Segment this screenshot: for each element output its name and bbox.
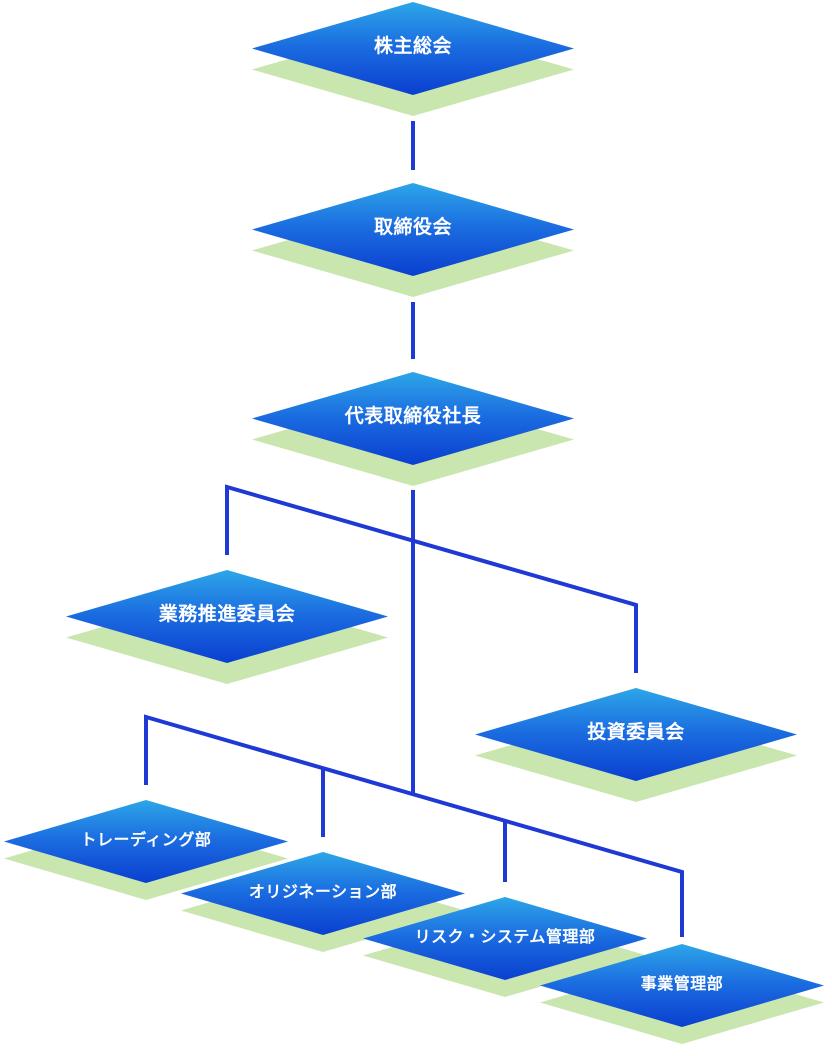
org-node-label: 株主総会 bbox=[373, 36, 452, 57]
org-node-origination-department: オリジネーション部 bbox=[181, 852, 465, 952]
org-node-label: 業務推進委員会 bbox=[158, 604, 296, 625]
org-node-label: 取締役会 bbox=[373, 217, 452, 238]
connector-department-branch bbox=[144, 714, 684, 937]
org-node-president: 代表取締役社長 bbox=[252, 372, 574, 486]
org-node-business-management-department: 事業管理部 bbox=[540, 944, 824, 1044]
org-node-investment-committee: 投資委員会 bbox=[475, 688, 797, 802]
org-node-label: リスク・システム管理部 bbox=[414, 928, 596, 946]
org-node-label: 投資委員会 bbox=[587, 722, 685, 743]
org-node-label: 事業管理部 bbox=[640, 975, 724, 993]
org-node-label: 代表取締役社長 bbox=[344, 406, 482, 427]
org-node-shareholders-meeting: 株主総会 bbox=[252, 2, 574, 116]
connector-committee-branch bbox=[225, 484, 638, 673]
org-node-board-of-directors: 取締役会 bbox=[252, 183, 574, 297]
org-node-business-promotion-committee: 業務推進委員会 bbox=[66, 570, 388, 684]
org-node-label: トレーディング部 bbox=[80, 831, 212, 849]
org-node-label: オリジネーション部 bbox=[248, 883, 398, 901]
org-node-risk-system-management-department: リスク・システム管理部 bbox=[363, 897, 647, 997]
